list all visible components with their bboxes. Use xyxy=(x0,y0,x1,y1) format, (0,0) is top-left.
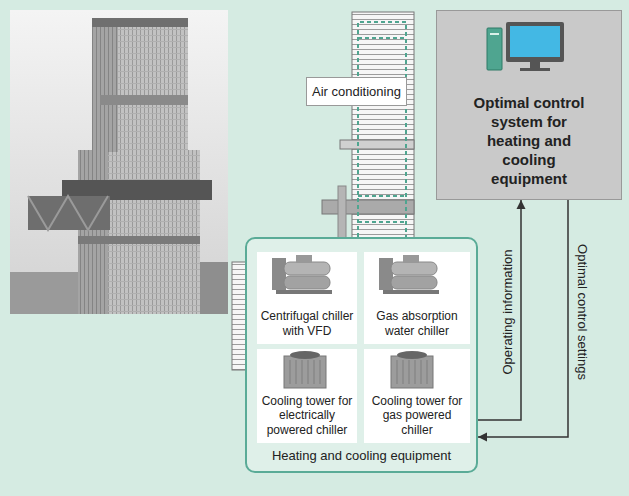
edge-label: Operating information xyxy=(500,249,516,374)
label-box: Air conditioning xyxy=(306,77,407,106)
connector-line xyxy=(478,200,521,420)
node-text: Cooling tower for electrically powered c… xyxy=(260,394,354,437)
connector-arrow xyxy=(478,200,568,442)
equipment-box: Centrifugal chiller with VFD xyxy=(257,252,357,344)
chiller-icon xyxy=(379,255,439,294)
node-text: Optimal control system for heating and c… xyxy=(473,93,585,188)
node-text: Centrifugal chiller with VFD xyxy=(260,309,354,338)
computer-icon xyxy=(487,22,564,71)
node-text: Heating and cooling equipment xyxy=(247,448,476,463)
connector-arrow xyxy=(478,200,526,420)
arrowhead xyxy=(517,200,526,209)
equipment-box: Cooling tower for gas powered chiller xyxy=(364,349,470,443)
node-text: Cooling tower for gas powered chiller xyxy=(367,394,467,437)
edge-label: Optimal control settings xyxy=(574,244,590,380)
cooling-tower-icon xyxy=(284,351,326,388)
equipment-box: Gas absorption water chiller xyxy=(364,252,470,344)
equipment-group: Heating and cooling equipment Centrifugal… xyxy=(245,237,478,473)
control-system-box: Optimal control system for heating and c… xyxy=(436,10,622,200)
chiller-icon xyxy=(272,255,332,294)
connector-line xyxy=(478,200,568,437)
arrowhead xyxy=(478,433,487,442)
building-photo xyxy=(10,10,228,314)
equipment-box: Cooling tower for electrically powered c… xyxy=(257,349,357,443)
cooling-tower-icon xyxy=(391,351,433,388)
node-text: Air conditioning xyxy=(312,84,401,99)
node-text: Gas absorption water chiller xyxy=(367,309,467,338)
